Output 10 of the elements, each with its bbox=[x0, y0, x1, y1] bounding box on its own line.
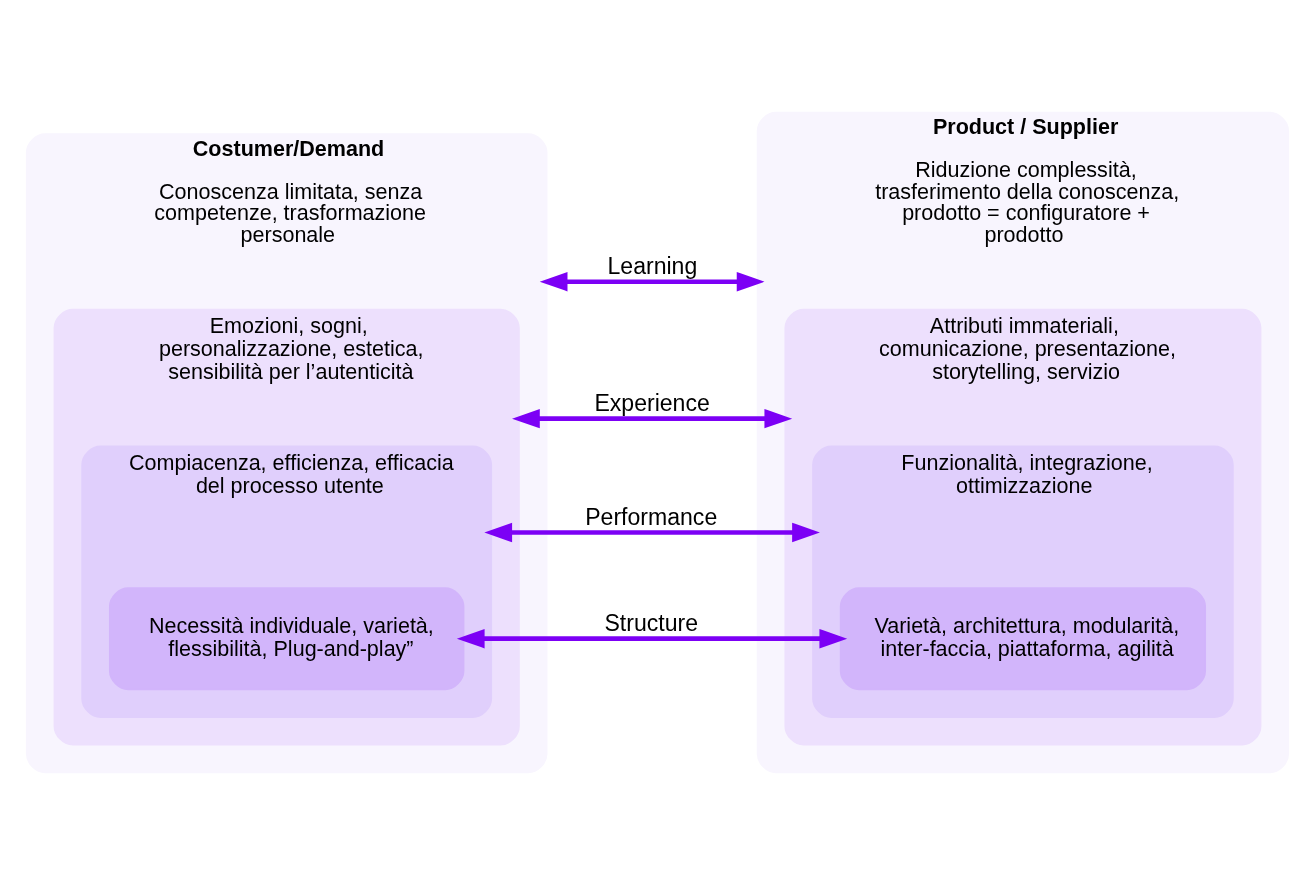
edge-label: Experience bbox=[594, 389, 710, 416]
edge-label: Performance bbox=[585, 503, 718, 530]
arrow bbox=[539, 271, 765, 291]
node-box: Necessità individuale, varietà, flessibilità, Plug-and-play” bbox=[109, 586, 465, 690]
arrow bbox=[456, 628, 848, 648]
arrow bbox=[512, 408, 793, 428]
edge-label: Structure bbox=[604, 609, 698, 636]
arrow bbox=[484, 522, 820, 542]
edge-label: Learning bbox=[607, 252, 698, 279]
node-box: Varietà, architettura, modularità, inter-faccia, piattaforma, agilità bbox=[839, 586, 1206, 690]
